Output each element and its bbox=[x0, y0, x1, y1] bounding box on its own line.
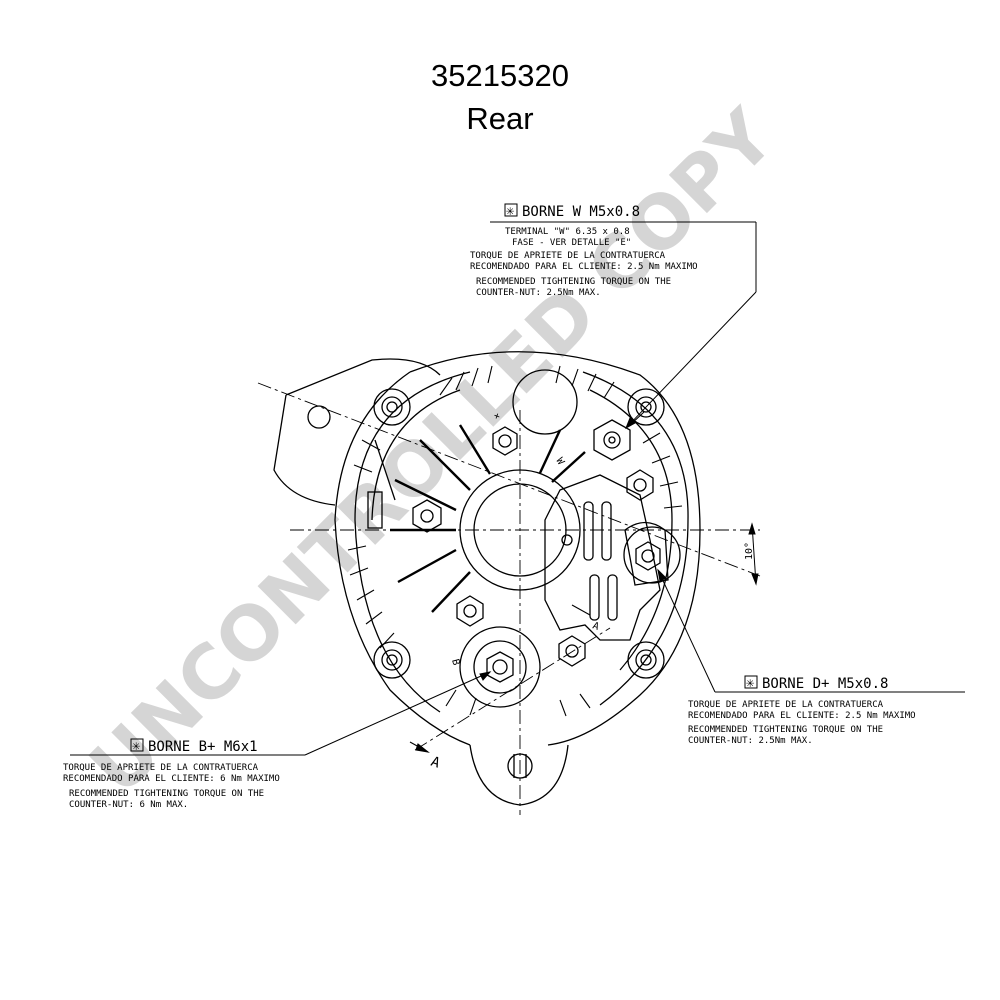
section-a-marker bbox=[409, 741, 430, 753]
angle-label: 10° bbox=[744, 542, 755, 560]
mounting-bolt-top-right bbox=[627, 388, 665, 426]
b-mark: B bbox=[449, 658, 461, 667]
b-plus-line-4: COUNTER-NUT: 6 Nm MAX. bbox=[69, 800, 188, 810]
d-plus-line-4: COUNTER-NUT: 2.5Nm MAX. bbox=[688, 736, 813, 746]
callout-symbol-d: ✳ bbox=[746, 675, 755, 691]
b-plus-terminal-stud bbox=[459, 626, 541, 708]
d-plus-line-3: RECOMMENDED TIGHTENING TORQUE ON THE bbox=[688, 725, 883, 735]
d-plus-terminal-stud bbox=[623, 526, 681, 584]
b-plus-line-1: TORQUE DE APRIETE DE LA CONTRATUERCA bbox=[63, 763, 259, 773]
leader-d-plus-terminal bbox=[657, 568, 965, 693]
section-a-marker-inner bbox=[571, 604, 591, 616]
d-plus-line-2: RECOMENDADO PARA EL CLIENTE: 2.5 Nm MAXI… bbox=[688, 711, 916, 721]
part-number-title: 35215320 bbox=[431, 58, 569, 93]
angle-dimension bbox=[748, 522, 759, 586]
callout-symbol-w: ✳ bbox=[506, 203, 515, 219]
callout-b-plus-terminal: ✳ BORNE B+ M6x1 TORQUE DE APRIETE DE LA … bbox=[63, 738, 280, 810]
b-plus-line-2: RECOMENDADO PARA EL CLIENTE: 6 Nm MAXIMO bbox=[63, 774, 280, 784]
section-a-label-inner: A bbox=[591, 620, 600, 632]
leader-w-terminal bbox=[490, 221, 757, 430]
w-line-2: FASE - VER DETALLE "E" bbox=[512, 238, 631, 248]
callout-symbol-b: ✳ bbox=[132, 738, 141, 754]
callout-symbol-box-b bbox=[130, 738, 144, 752]
callout-w-terminal: ✳ BORNE W M5x0.8 TERMINAL "W" 6.35 x 0.8… bbox=[470, 203, 698, 298]
w-line-1: TERMINAL "W" 6.35 x 0.8 bbox=[505, 227, 630, 237]
nut-right bbox=[626, 469, 654, 501]
watermark-text: UNCONTROLLED COPY bbox=[74, 93, 792, 811]
mounting-bolt-top-left bbox=[373, 388, 411, 426]
mounting-bolt-bottom-right bbox=[627, 641, 665, 679]
nut-lower-right bbox=[558, 635, 586, 667]
w-line-4: RECOMENDADO PARA EL CLIENTE: 2.5 Nm MAXI… bbox=[470, 262, 698, 272]
b-plus-line-3: RECOMMENDED TIGHTENING TORQUE ON THE bbox=[69, 789, 264, 799]
d-plus-line-1: TORQUE DE APRIETE DE LA CONTRATUERCA bbox=[688, 700, 884, 710]
b-plus-heading: BORNE B+ M6x1 bbox=[148, 739, 258, 755]
nut-lower-left bbox=[456, 595, 484, 627]
w-line-3: TORQUE DE APRIETE DE LA CONTRATUERCA bbox=[470, 251, 666, 261]
nut-left bbox=[412, 499, 442, 533]
section-a-label: A bbox=[429, 754, 443, 772]
w-line-6: COUNTER-NUT: 2.5Nm MAX. bbox=[476, 288, 601, 298]
callout-symbol-box-w bbox=[504, 203, 518, 217]
w-mark: W bbox=[553, 456, 566, 468]
mounting-bolt-bottom-left bbox=[373, 641, 411, 679]
view-title: Rear bbox=[466, 101, 534, 136]
w-heading: BORNE W M5x0.8 bbox=[522, 204, 640, 220]
plus-mark: + bbox=[492, 410, 501, 422]
center-lines bbox=[257, 382, 761, 815]
callout-symbol-box-d bbox=[744, 675, 758, 689]
d-plus-heading: BORNE D+ M5x0.8 bbox=[762, 676, 888, 692]
leader-b-plus-terminal bbox=[70, 671, 492, 756]
callout-d-plus-terminal: ✳ BORNE D+ M5x0.8 TORQUE DE APRIETE DE L… bbox=[688, 675, 916, 746]
w-terminal-stud bbox=[593, 419, 631, 461]
w-line-5: RECOMMENDED TIGHTENING TORQUE ON THE bbox=[476, 277, 671, 287]
nut-upper-center bbox=[492, 426, 518, 456]
